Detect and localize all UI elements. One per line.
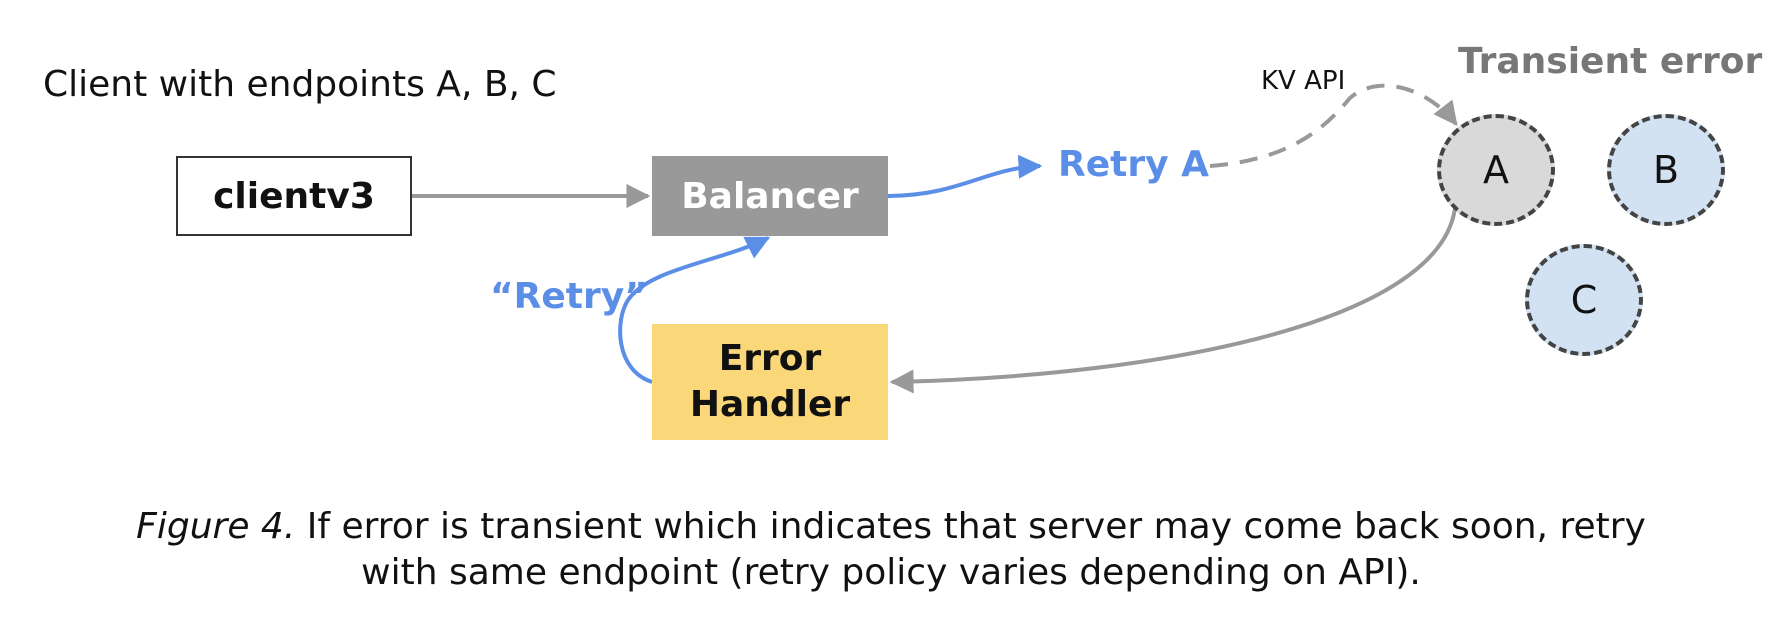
caption-line-2: with same endpoint (retry policy varies … <box>361 552 1421 593</box>
balancer-label: Balancer <box>681 175 859 217</box>
retry-a-label: Retry A <box>1058 144 1209 185</box>
endpoint-b-label: B <box>1652 148 1680 192</box>
clientv3-box: clientv3 <box>176 156 412 236</box>
handler-to-balancer-arrow <box>618 236 771 384</box>
error-handler-label-line1: Error <box>718 338 822 379</box>
endpoint-a-to-handler-arrow <box>889 207 1457 394</box>
caption-line-1: Figure 4. If error is transient which in… <box>0 504 1782 550</box>
figure-caption: Figure 4. If error is transient which in… <box>0 504 1782 596</box>
endpoint-a-node: A <box>1437 114 1555 226</box>
caption-line-1-text: If error is transient which indicates th… <box>295 506 1646 547</box>
kv-api-label: KV API <box>1261 66 1346 96</box>
client-endpoints-label: Client with endpoints A, B, C <box>43 64 557 105</box>
clientv3-label: clientv3 <box>213 175 375 217</box>
retry-to-endpoint-a-arrow <box>1209 83 1458 168</box>
balancer-to-retry-arrow <box>885 154 1043 198</box>
error-handler-label-line2: Handler <box>689 384 851 425</box>
retry-quoted-label: “Retry” <box>490 276 648 317</box>
endpoint-c-node: C <box>1525 244 1643 356</box>
endpoint-a-label: A <box>1483 148 1509 192</box>
transient-error-label: Transient error <box>1458 41 1763 82</box>
balancer-box: Balancer <box>652 156 888 236</box>
endpoint-c-label: C <box>1570 278 1598 322</box>
endpoint-b-node: B <box>1607 114 1725 226</box>
caption-figure-label: Figure 4. <box>136 506 296 547</box>
error-handler-box: Error Handler <box>652 324 888 440</box>
